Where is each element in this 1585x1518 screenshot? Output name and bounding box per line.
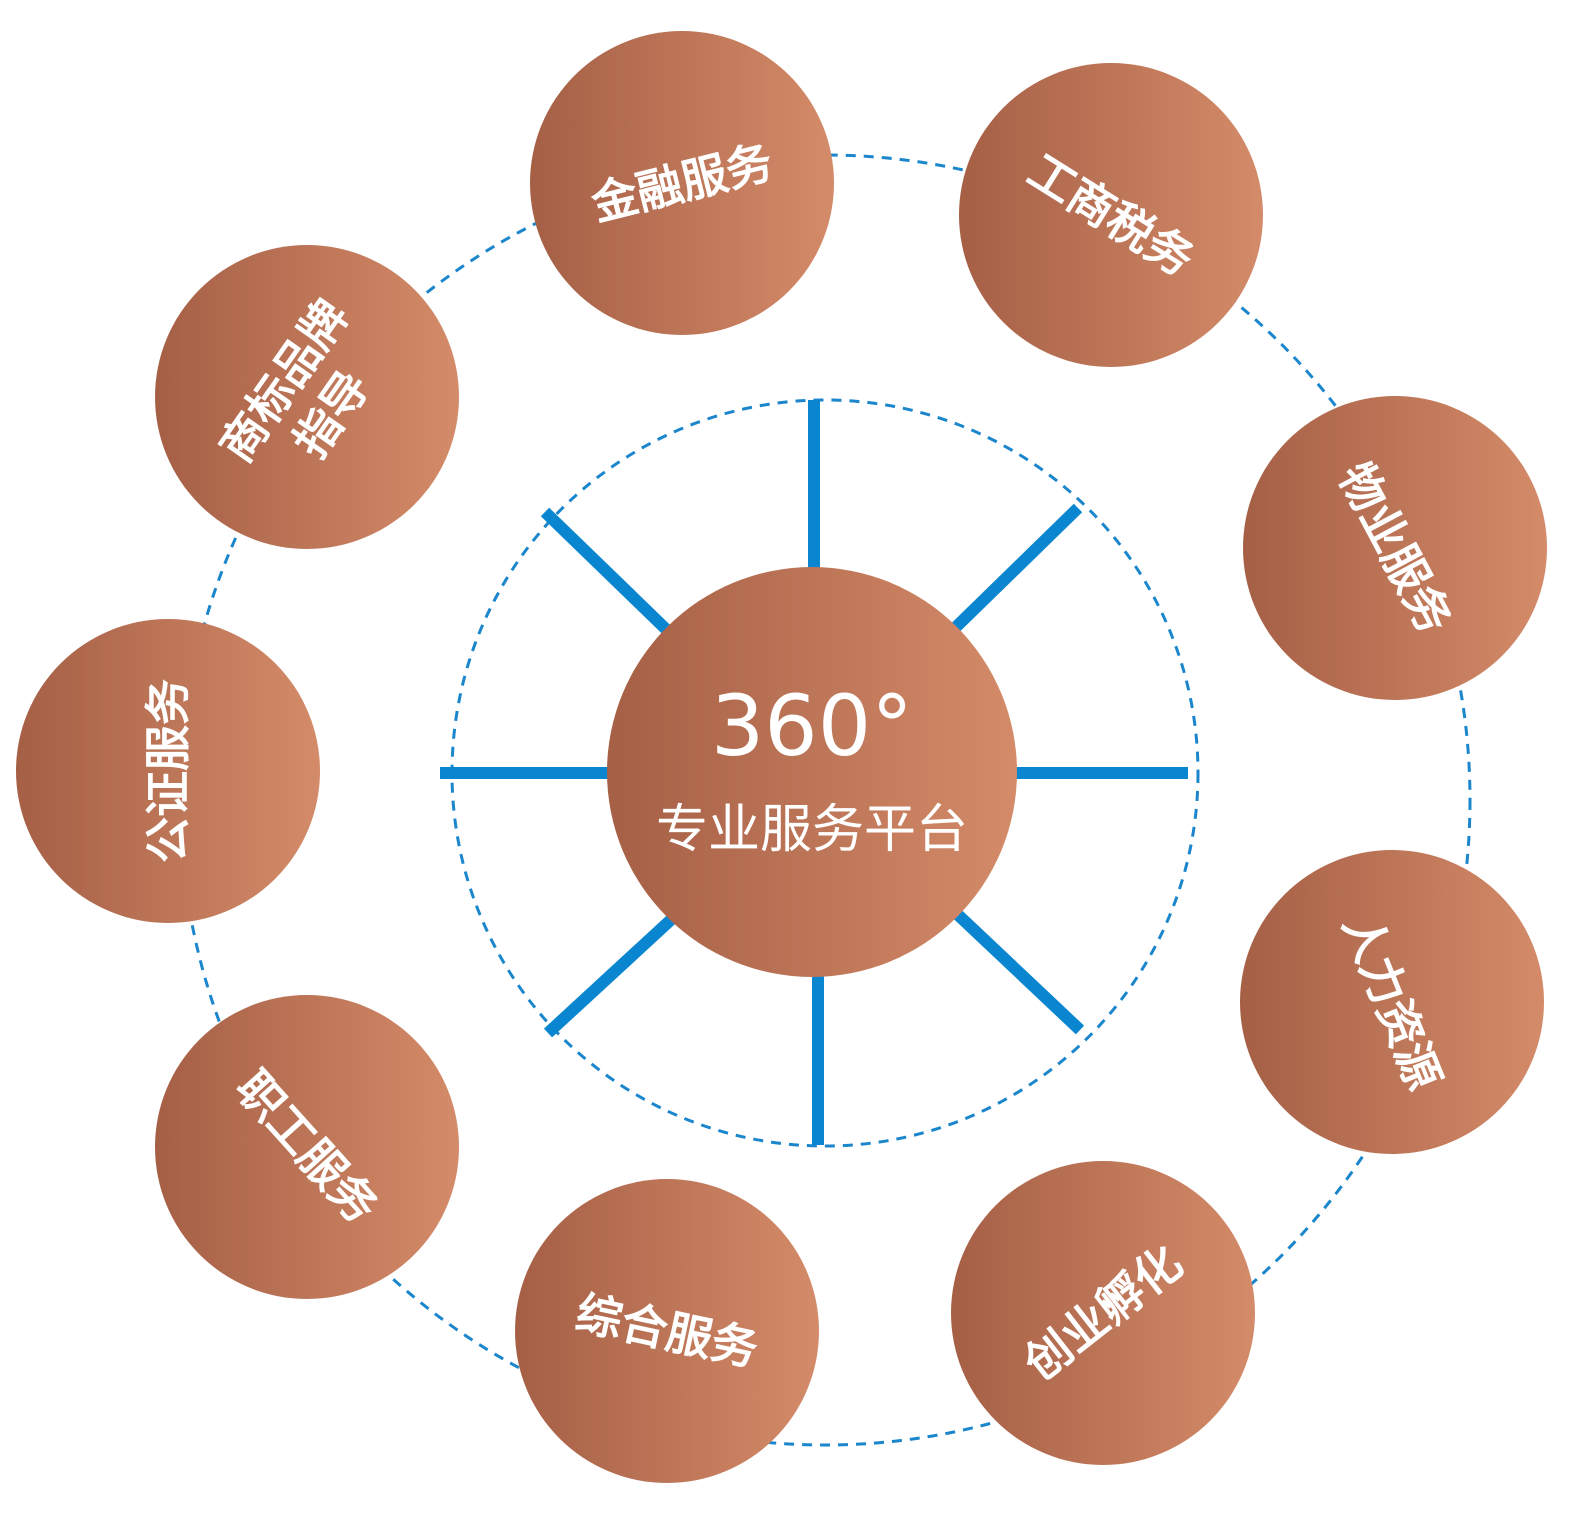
service-node-finance[interactable]: 金融服务 [530, 31, 834, 335]
spoke-top-right [950, 503, 1083, 633]
service-label-notary: 公证服务 [141, 679, 195, 863]
service-node-hr[interactable]: 人力资源 [1240, 850, 1544, 1154]
center-subtitle: 专业服务平台 [656, 800, 968, 860]
spoke-bottom-right [950, 907, 1085, 1035]
service-node-employee[interactable]: 职工服务 [155, 995, 459, 1299]
center-hub: 360° 专业服务平台 [607, 567, 1017, 977]
service-node-general[interactable]: 综合服务 [515, 1179, 819, 1483]
service-node-trademark[interactable]: 商标品牌 指导 [155, 245, 459, 549]
outer-dashed-ring [178, 153, 1472, 1447]
center-circle [607, 567, 1017, 977]
spokes [440, 400, 1188, 1145]
service-node-incubation[interactable]: 创业孵化 [951, 1161, 1255, 1465]
service-node-notary[interactable]: 公证服务 [16, 619, 320, 923]
spoke-bottom-left [543, 911, 680, 1038]
service-node-property[interactable]: 物业服务 [1243, 396, 1547, 700]
spoke-top-left [540, 507, 677, 640]
center-title: 360° [711, 677, 913, 775]
service-node-business-tax[interactable]: 工商税务 [959, 63, 1263, 367]
